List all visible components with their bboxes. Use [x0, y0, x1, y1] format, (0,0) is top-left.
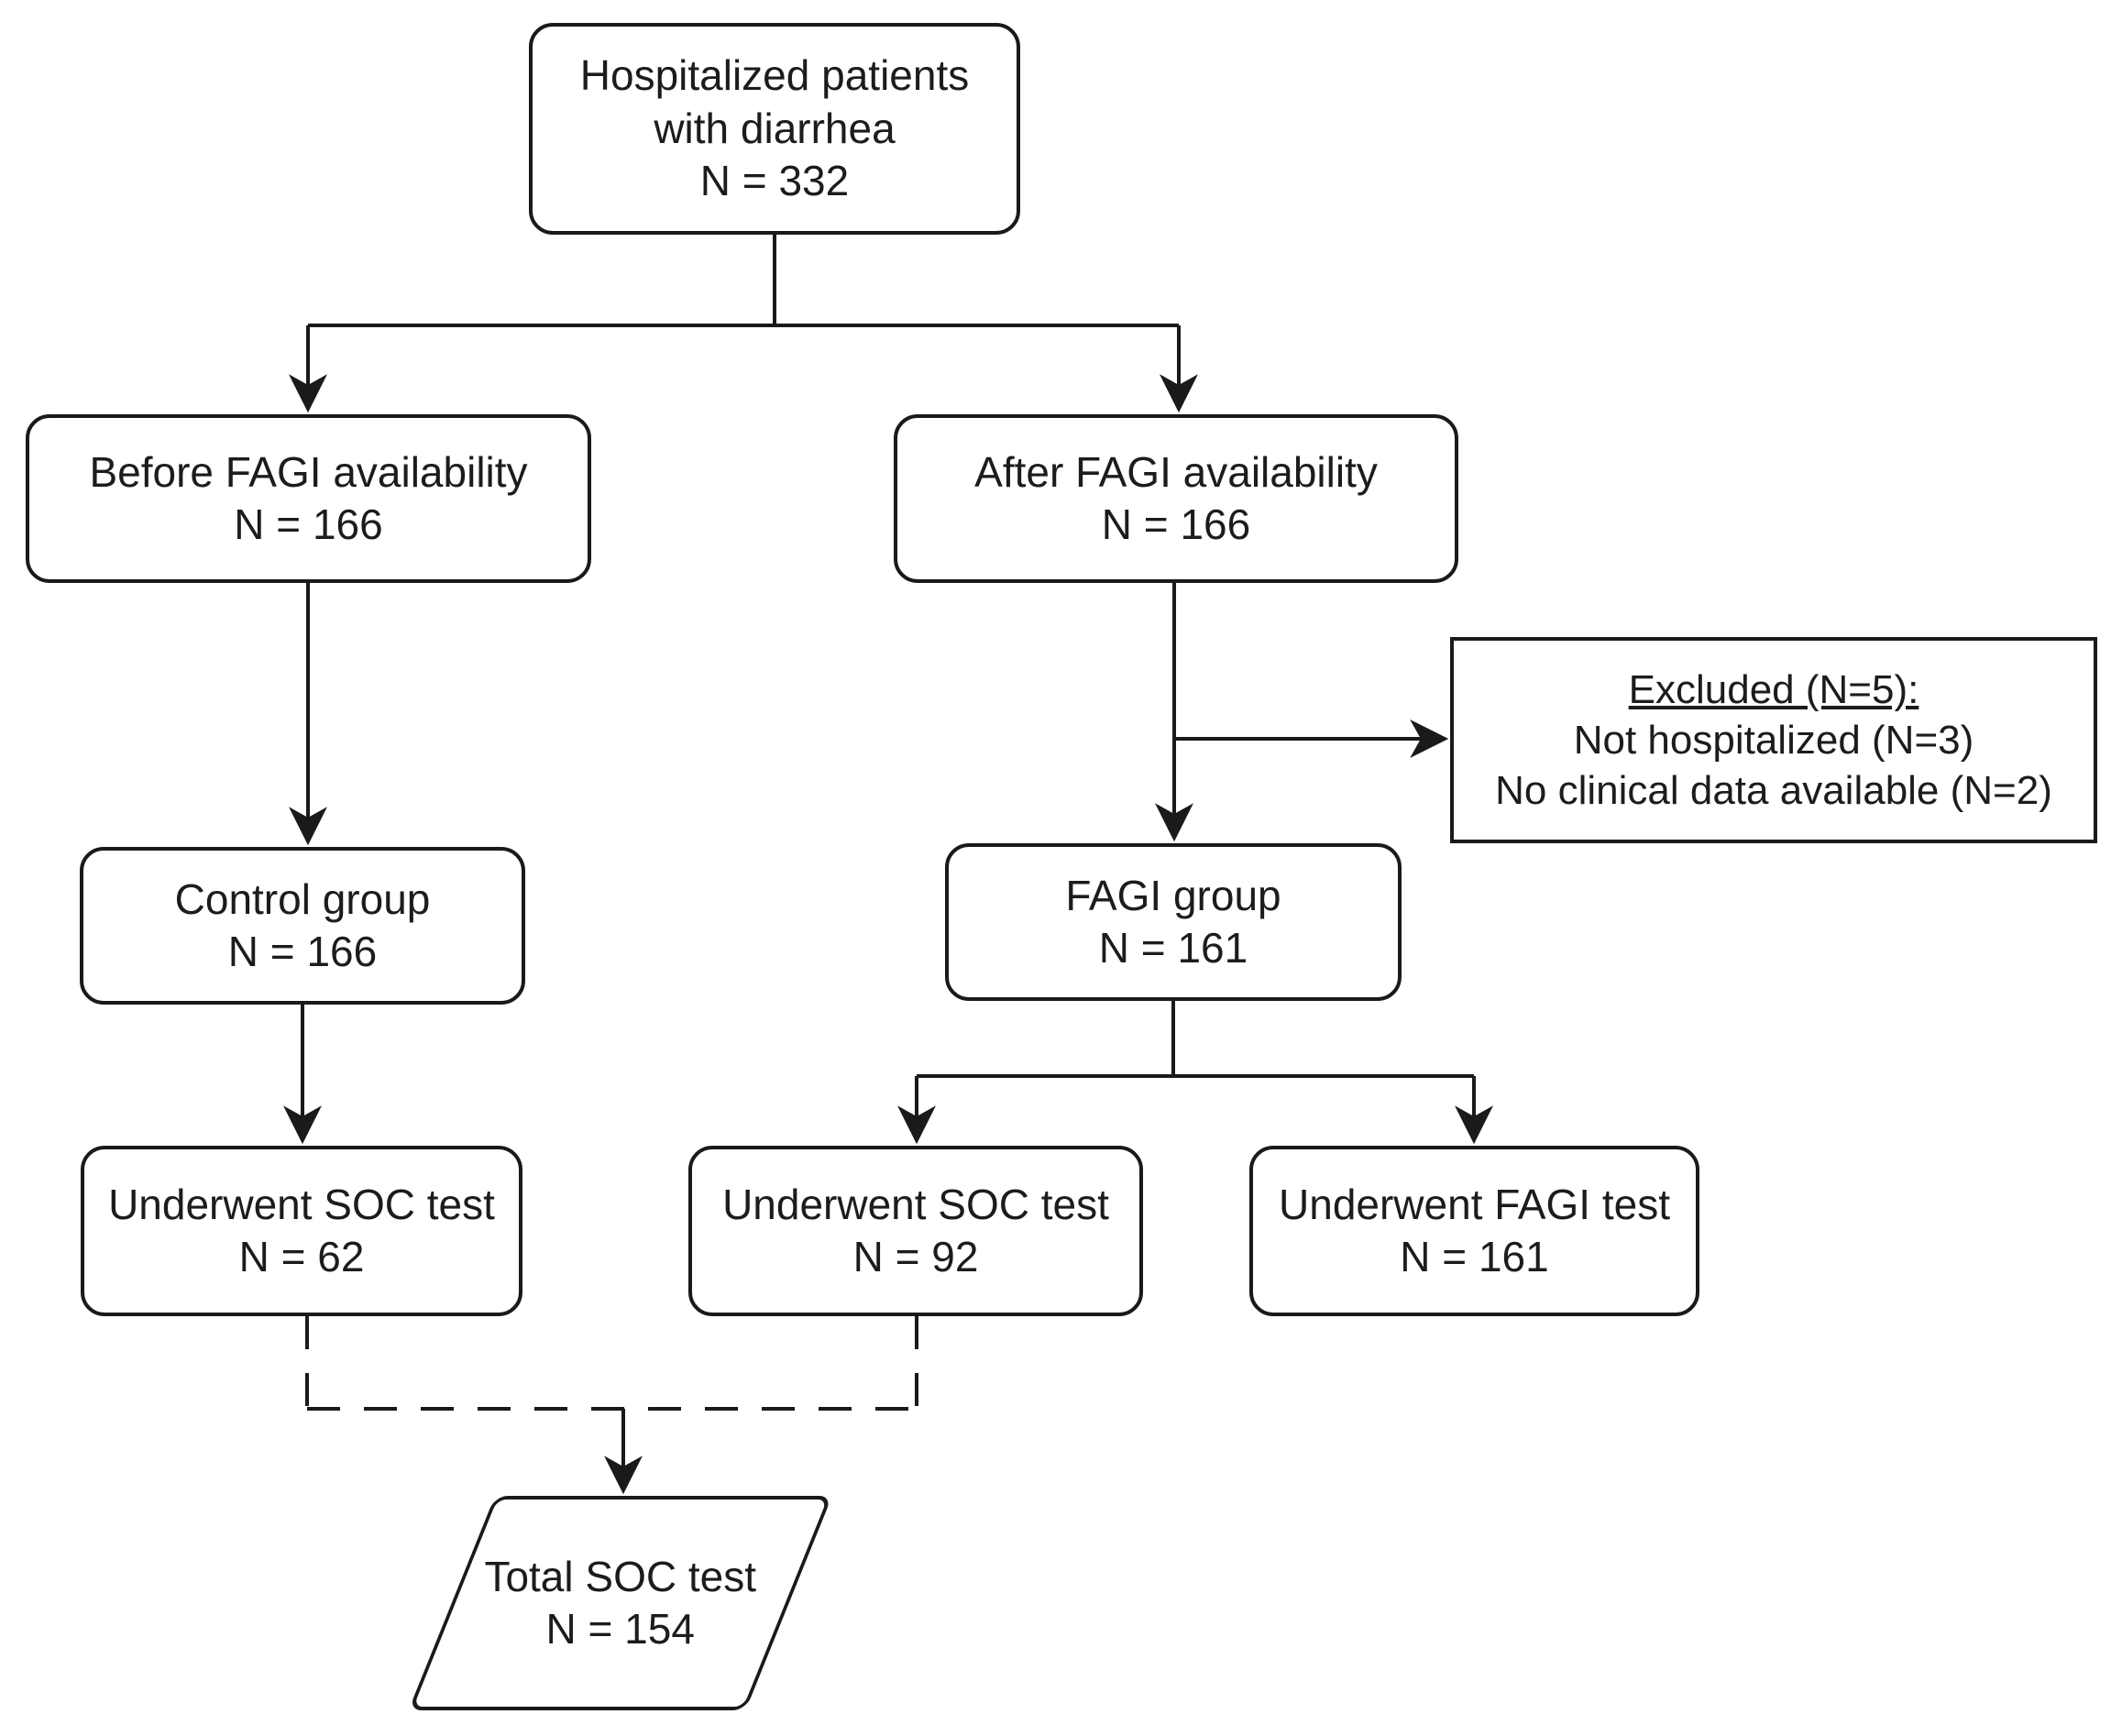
node-count: N = 154 — [545, 1605, 695, 1653]
excluded-item: Not hospitalized (N=3) — [1573, 718, 1974, 763]
node-label-line: Total SOC test — [484, 1552, 757, 1600]
node-excluded: Excluded (N=5): Not hospitalized (N=3) N… — [1450, 637, 2097, 843]
node-label-line: Underwent SOC test — [722, 1180, 1109, 1228]
node-count: N = 62 — [238, 1233, 365, 1280]
total-soc-test-content: Total SOC test N = 154 — [456, 1500, 786, 1707]
node-label-line: Underwent SOC test — [108, 1180, 495, 1228]
node-control-group: Control group N = 166 — [80, 847, 525, 1005]
node-underwent-soc-test-control: Underwent SOC test N = 62 — [81, 1146, 522, 1316]
excluded-item: No clinical data available (N=2) — [1495, 768, 2052, 813]
node-label-line: Before FAGI availability — [89, 447, 528, 496]
node-total-soc-test: Total SOC test N = 154 — [408, 1496, 832, 1710]
node-count: N = 332 — [699, 157, 850, 205]
node-after-fagi-availability: After FAGI availability N = 166 — [894, 414, 1458, 583]
node-label-line: with diarrhea — [654, 104, 896, 152]
node-label-line: Hospitalized patients — [579, 51, 970, 100]
node-count: N = 166 — [234, 500, 383, 548]
excluded-title: Excluded (N=5): — [1628, 667, 1919, 712]
node-label-line: After FAGI availability — [974, 447, 1378, 496]
node-count: N = 161 — [1400, 1233, 1549, 1280]
node-underwent-fagi-test: Underwent FAGI test N = 161 — [1249, 1146, 1699, 1316]
node-count: N = 161 — [1098, 924, 1248, 972]
node-count: N = 92 — [852, 1233, 979, 1280]
node-fagi-group: FAGI group N = 161 — [945, 843, 1402, 1001]
node-count: N = 166 — [1101, 500, 1251, 548]
node-hospitalized-patients: Hospitalized patients with diarrhea N = … — [529, 23, 1020, 235]
node-before-fagi-availability: Before FAGI availability N = 166 — [26, 414, 591, 583]
node-label-line: FAGI group — [1065, 871, 1281, 919]
node-count: N = 166 — [227, 928, 378, 975]
node-underwent-soc-test-fagi: Underwent SOC test N = 92 — [688, 1146, 1143, 1316]
node-label-line: Underwent FAGI test — [1279, 1180, 1670, 1228]
node-label-line: Control group — [174, 874, 431, 923]
